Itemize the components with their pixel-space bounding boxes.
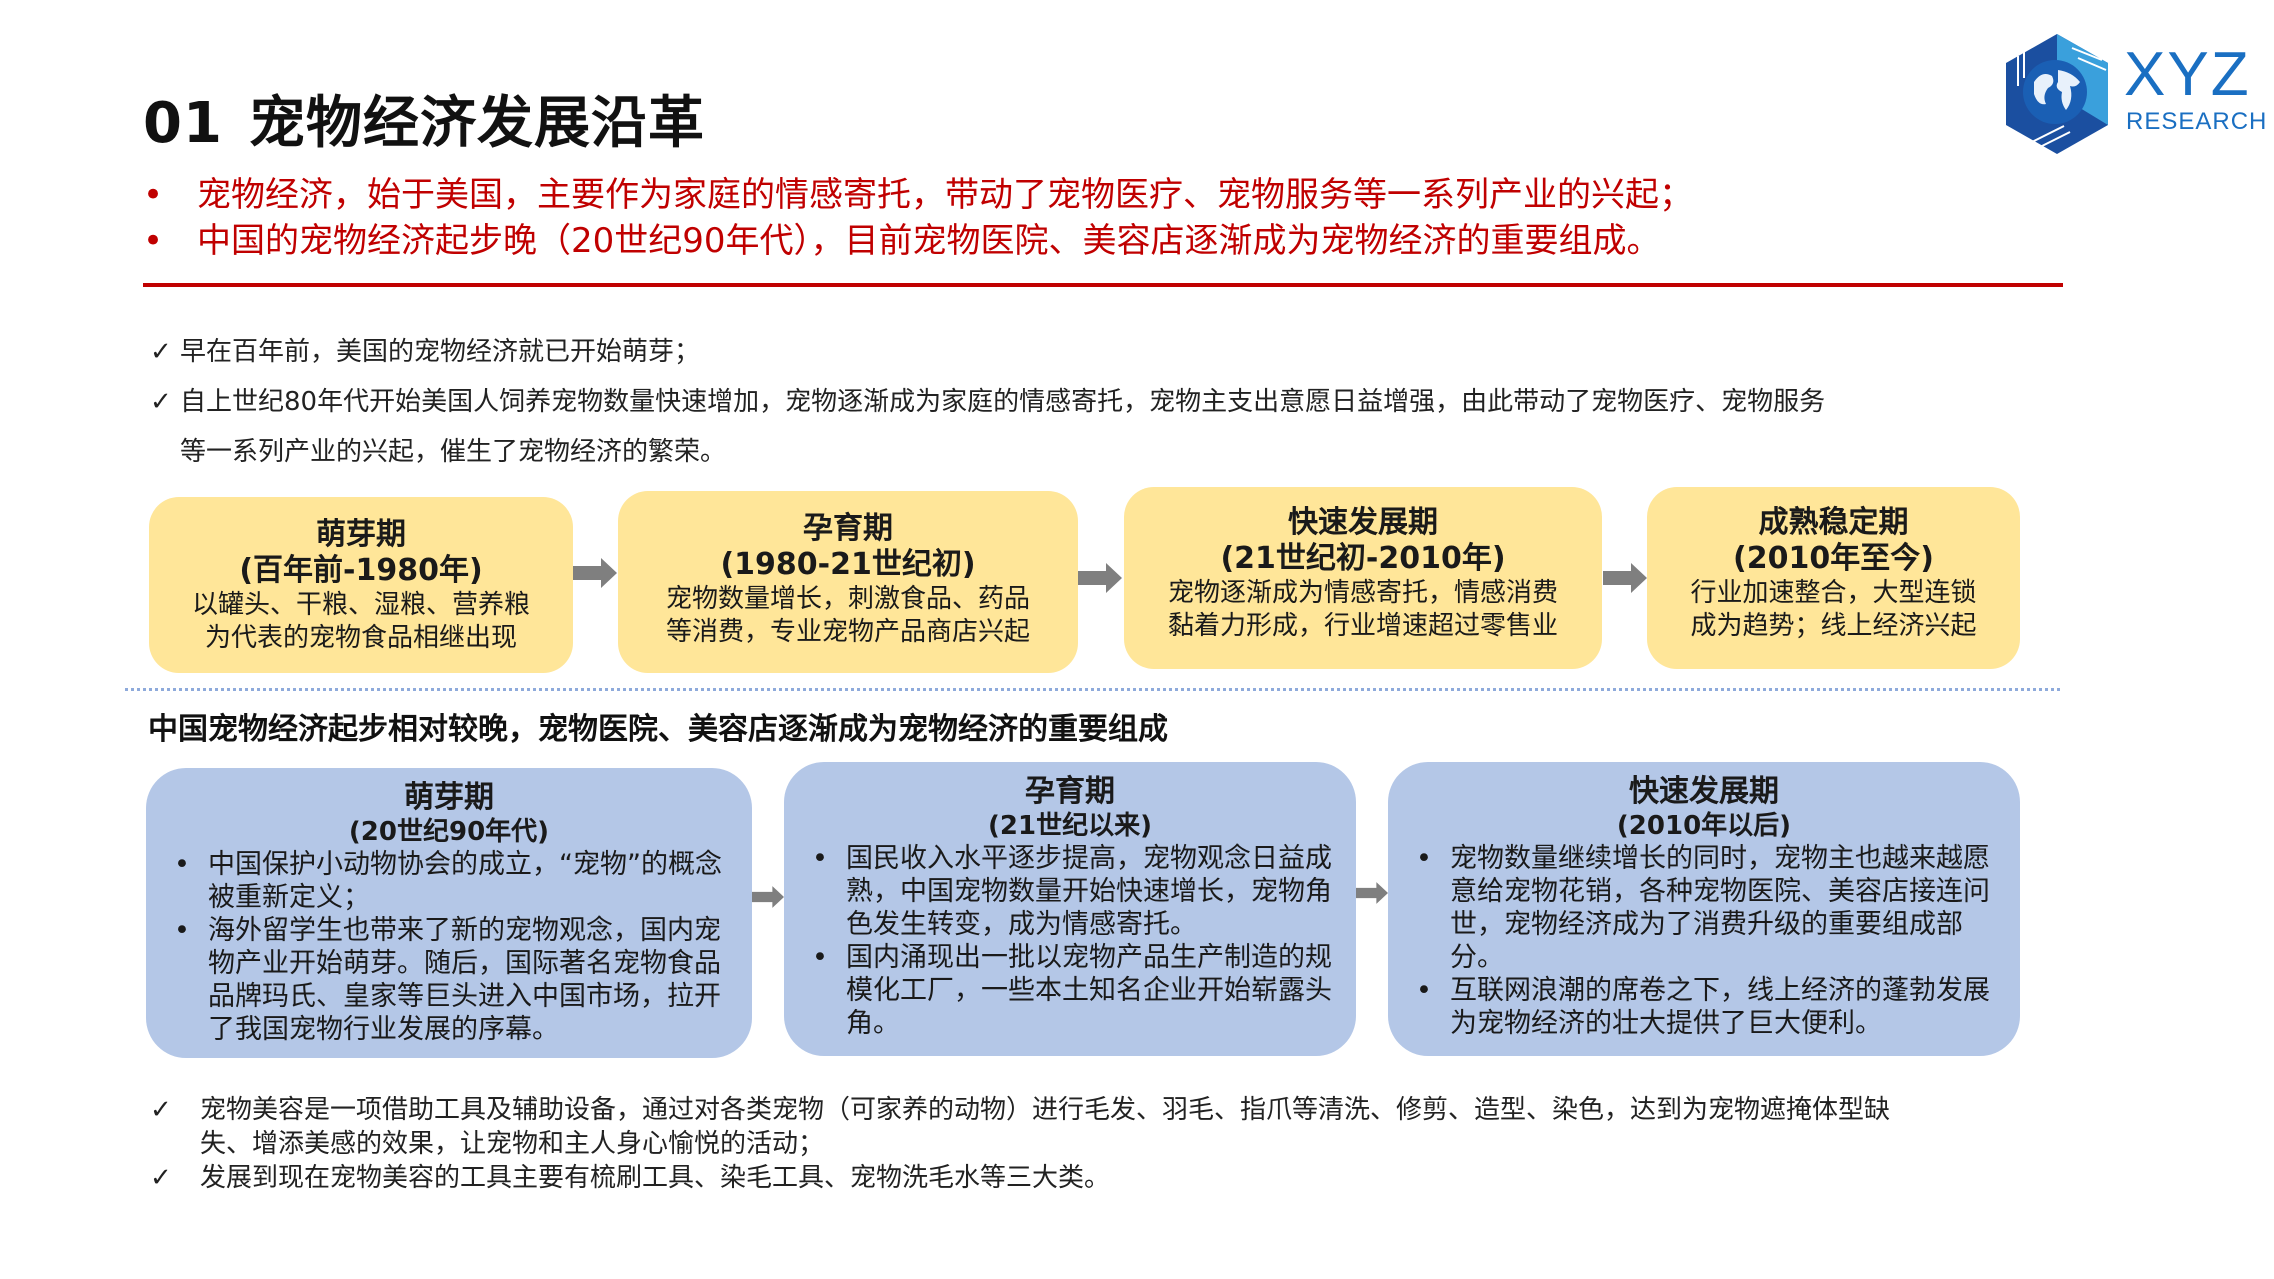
note-item: ✓ 发展到现在宠物美容的工具主要有梳刷工具、染毛工具、宠物洗毛水等三大类。 <box>150 1161 2090 1195</box>
us-stage-box: 孕育期 (1980-21世纪初) 宠物数量增长，刺激食品、药品 等消费，专业宠物… <box>618 491 1078 673</box>
section-title: 宠物经济发展沿革 <box>248 91 705 156</box>
logo-name: XYZ <box>2124 40 2251 109</box>
china-section-heading: 中国宠物经济起步相对较晚，宠物医院、美容店逐渐成为宠物经济的重要组成 <box>148 712 1168 747</box>
logo-subtitle: RESEARCH <box>2126 108 2268 135</box>
bullet-icon: • <box>174 915 190 946</box>
bullet-text: 互联网浪潮的席卷之下，线上经济的蓬勃发展为宠物经济的壮大提供了巨大便利。 <box>1450 975 1990 1039</box>
stage-bullet: • 宠物数量继续增长的同时，宠物主也越来越愿意给宠物花销，各种宠物医院、美容店接连… <box>1388 842 2020 974</box>
stage-period: (1980-21世纪初) <box>720 547 976 582</box>
bullet-text: 宠物数量继续增长的同时，宠物主也越来越愿意给宠物花销，各种宠物医院、美容店接连问… <box>1450 843 1990 973</box>
stage-desc-line: 黏着力形成，行业增速超过零售业 <box>1167 611 1558 641</box>
note-text: 等一系列产业的兴起，催生了宠物经济的繁荣。 <box>180 437 727 467</box>
us-stage-box: 快速发展期 (21世纪初-2010年) 宠物逐渐成为情感寄托，情感消费 黏着力形… <box>1124 487 1602 669</box>
stage-desc-line: 行业加速整合，大型连锁 <box>1690 578 1977 608</box>
stage-period: (21世纪初-2010年) <box>1220 541 1506 576</box>
bullet-icon: • <box>143 221 164 261</box>
stage-bullets: • 宠物数量继续增长的同时，宠物主也越来越愿意给宠物花销，各种宠物医院、美容店接连… <box>1388 842 2020 1040</box>
grooming-notes: ✓ 宠物美容是一项借助工具及辅助设备，通过对各类宠物（可家养的动物）进行毛发、羽… <box>150 1093 2090 1195</box>
stage-name: 萌芽期 <box>316 517 406 552</box>
stage-bullets: • 中国保护小动物协会的成立，“宠物”的概念被重新定义； • 海外留学生也带来了新的… <box>146 848 752 1046</box>
arrow-right-icon <box>1603 563 1647 593</box>
stage-name: 快速发展期 <box>1288 505 1438 540</box>
stage-desc-line: 为代表的宠物食品相继出现 <box>204 623 517 653</box>
cn-stage-box: 快速发展期 (2010年以后) • 宠物数量继续增长的同时，宠物主也越来越愿意给宠… <box>1388 762 2020 1056</box>
stage-bullet: • 国内涌现出一批以宠物产品生产制造的规模化工厂，一些本土知名企业开始崭露头角。 <box>784 941 1356 1040</box>
stage-desc-line: 宠物数量增长，刺激食品、药品 <box>665 584 1030 614</box>
arrow-right-icon <box>573 558 617 588</box>
stage-name: 孕育期 <box>803 511 893 546</box>
note-item: ✓ 宠物美容是一项借助工具及辅助设备，通过对各类宠物（可家养的动物）进行毛发、羽… <box>150 1093 2090 1161</box>
stage-period: (2010年至今) <box>1733 541 1934 576</box>
checkmark-icon: ✓ <box>150 337 172 367</box>
stage-name: 萌芽期 <box>404 780 494 815</box>
checkmark-icon: ✓ <box>150 1095 172 1125</box>
arrow-right-icon <box>1078 563 1122 593</box>
red-divider <box>143 283 2063 287</box>
stage-desc-line: 等消费，专业宠物产品商店兴起 <box>665 617 1030 647</box>
stage-desc-line: 成为趋势；线上经济兴起 <box>1690 611 1977 641</box>
bullet-icon: • <box>1416 843 1432 874</box>
stage-desc-line: 宠物逐渐成为情感寄托，情感消费 <box>1167 578 1558 608</box>
stage-desc-line: 以罐头、干粮、湿粮、营养粮 <box>191 590 530 620</box>
bullet-text: 国内涌现出一批以宠物产品生产制造的规模化工厂，一些本土知名企业开始崭露头角。 <box>846 942 1332 1039</box>
note-text: 发展到现在宠物美容的工具主要有梳刷工具、染毛工具、宠物洗毛水等三大类。 <box>200 1163 1111 1193</box>
cn-stage-box: 孕育期 (21世纪以来) • 国民收入水平逐步提高，宠物观念日益成熟，中国宠物数量… <box>784 762 1356 1056</box>
stage-period: (20世纪90年代) <box>348 817 550 847</box>
stage-bullet: • 海外留学生也带来了新的宠物观念，国内宠物产业开始萌芽。随后，国际著名宠物食品品… <box>146 914 752 1046</box>
key-point-text: 中国的宠物经济起步晚（20世纪90年代），目前宠物医院、美容店逐渐成为宠物经济的… <box>197 221 1661 261</box>
bullet-text: 国民收入水平逐步提高，宠物观念日益成熟，中国宠物数量开始快速增长，宠物角色发生转… <box>846 843 1332 940</box>
stage-period: (百年前-1980年) <box>239 553 483 588</box>
page-title: 01 宠物经济发展沿革 <box>143 78 705 159</box>
arrow-right-icon <box>1356 882 1388 904</box>
note-text: 自上世纪80年代开始美国人饲养宠物数量快速增加，宠物逐渐成为家庭的情感寄托，宠物… <box>180 387 1826 417</box>
stage-period: (21世纪以来) <box>988 811 1152 841</box>
globe-hexagon-icon <box>2006 34 2108 154</box>
stage-name: 快速发展期 <box>1629 774 1779 809</box>
section-number: 01 <box>143 91 223 156</box>
key-point-text: 宠物经济，始于美国，主要作为家庭的情感寄托，带动了宠物医疗、宠物服务等一系列产业… <box>197 175 1693 215</box>
stage-bullet: • 中国保护小动物协会的成立，“宠物”的概念被重新定义； <box>146 848 752 914</box>
dotted-divider <box>125 688 2060 691</box>
checkmark-icon: ✓ <box>150 387 172 417</box>
bullet-text: 中国保护小动物协会的成立，“宠物”的概念被重新定义； <box>208 849 722 913</box>
stage-bullet: • 互联网浪潮的席卷之下，线上经济的蓬勃发展为宠物经济的壮大提供了巨大便利。 <box>1388 974 2020 1040</box>
bullet-icon: • <box>1416 975 1432 1006</box>
stage-name: 孕育期 <box>1025 774 1115 809</box>
bullet-icon: • <box>174 849 190 880</box>
stage-period: (2010年以后) <box>1616 811 1792 841</box>
us-stage-box: 萌芽期 (百年前-1980年) 以罐头、干粮、湿粮、营养粮 为代表的宠物食品相继… <box>149 497 573 673</box>
bullet-text: 海外留学生也带来了新的宠物观念，国内宠物产业开始萌芽。随后，国际著名宠物食品品牌… <box>208 915 721 1045</box>
note-text: 宠物美容是一项借助工具及辅助设备，通过对各类宠物（可家养的动物）进行毛发、羽毛、… <box>200 1095 1891 1159</box>
bullet-icon: • <box>812 843 828 874</box>
stage-name: 成熟稳定期 <box>1758 505 1909 540</box>
logo: XYZ RESEARCH <box>1998 30 2266 160</box>
stage-bullet: • 国民收入水平逐步提高，宠物观念日益成熟，中国宠物数量开始快速增长，宠物角色发生… <box>784 842 1356 941</box>
cn-stage-box: 萌芽期 (20世纪90年代) • 中国保护小动物协会的成立，“宠物”的概念被重新定… <box>146 768 752 1058</box>
stage-bullets: • 国民收入水平逐步提高，宠物观念日益成熟，中国宠物数量开始快速增长，宠物角色发生… <box>784 842 1356 1040</box>
checkmark-icon: ✓ <box>150 1163 172 1193</box>
arrow-right-icon <box>752 886 784 908</box>
note-text: 早在百年前，美国的宠物经济就已开始萌芽； <box>180 337 701 367</box>
bullet-icon: • <box>812 942 828 973</box>
us-stage-box: 成熟稳定期 (2010年至今) 行业加速整合，大型连锁 成为趋势；线上经济兴起 <box>1647 487 2020 669</box>
bullet-icon: • <box>143 175 164 215</box>
